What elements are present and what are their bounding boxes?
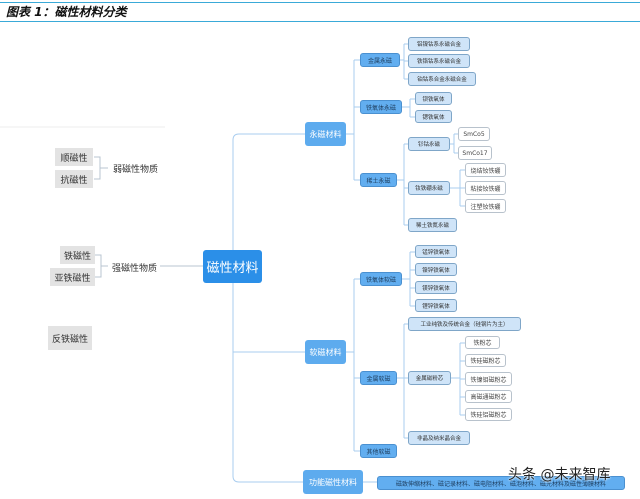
sintered-ndfeb-node: 烧结钕铁硼	[465, 163, 506, 177]
core-item: 铁粉芯	[465, 336, 500, 349]
core-item: 铁硅磁粉芯	[465, 354, 506, 367]
ferrite-permanent-node: 铁氧体永磁	[360, 100, 402, 114]
other-soft-node: 其他软磁	[360, 444, 397, 458]
ferrite-soft-node: 铁氧体软磁	[360, 272, 402, 286]
mgzn-ferrite-node: 镁锌铁氧体	[415, 281, 457, 294]
smco5-node: SmCo5	[458, 127, 490, 141]
lizn-ferrite-node: 锂锌铁氧体	[415, 299, 457, 312]
pure-iron-node: 工业纯铁及传统合金（硅钢片为主）	[408, 317, 521, 331]
powder-core-node: 金属磁粉芯	[408, 371, 451, 385]
functional-magnet-node: 功能磁性材料	[303, 470, 363, 494]
paramagnetism-node: 顺磁性	[55, 148, 93, 166]
ferrimagnetism-node: 亚铁磁性	[50, 268, 95, 286]
antiferromagnetism-node: 反铁磁性	[48, 326, 92, 350]
fecrco-node: 铁铬钴系永磁合金	[408, 54, 470, 68]
ndfeb-node: 钕铁硼永磁	[408, 181, 450, 195]
mnzn-ferrite-node: 锰锌铁氧体	[415, 245, 457, 258]
strontium-ferrite-node: 锶铁氧体	[415, 110, 452, 123]
soft-magnet-node: 软磁材料	[305, 340, 346, 364]
diamagnetism-node: 抗磁性	[55, 170, 93, 188]
title-rule-top	[0, 2, 640, 3]
nizn-ferrite-node: 镍锌铁氧体	[415, 263, 457, 276]
amorphous-node: 非晶及纳米晶合金	[408, 431, 470, 445]
metal-permanent-node: 金属永磁	[360, 53, 400, 67]
bonded-ndfeb-node: 粘接钕铁硼	[465, 181, 506, 195]
barium-ferrite-node: 钡铁氧体	[415, 92, 452, 105]
watermark: 头条 @未来智库	[508, 467, 611, 483]
permanent-magnet-node: 永磁材料	[305, 122, 346, 146]
metal-soft-node: 金属软磁	[360, 371, 397, 385]
rare-earth-fen-node: 稀土铁氮永磁	[408, 218, 457, 232]
smco17-node: SmCo17	[458, 146, 492, 160]
smco-node: 钐钴永磁	[408, 137, 450, 151]
core-item: 铁硅铝磁粉芯	[465, 408, 512, 421]
figure-title: 图表 1：磁性材料分类	[6, 5, 127, 19]
root-node: 磁性材料	[203, 250, 262, 283]
functional-items-node: 磁致伸缩材料、磁记录材料、磁电阻材料、磁泡材料、磁光材料及磁性薄膜材料	[377, 476, 625, 490]
ferromagnetism-node: 铁磁性	[60, 246, 95, 264]
core-item: 铁镍钼磁粉芯	[465, 372, 512, 386]
injection-ndfeb-node: 注塑钕铁硼	[465, 199, 506, 213]
ptco-node: 铂钴系合金永磁合金	[408, 72, 476, 86]
weak-magnetic-label: 弱磁性物质	[113, 165, 159, 175]
strong-magnetic-label: 强磁性物质	[112, 264, 158, 274]
core-item: 高磁通磁粉芯	[465, 390, 512, 403]
title-rule-bottom	[0, 21, 640, 22]
alnico-node: 铝镍钴系永磁合金	[408, 37, 470, 51]
rare-earth-permanent-node: 稀土永磁	[360, 173, 397, 187]
